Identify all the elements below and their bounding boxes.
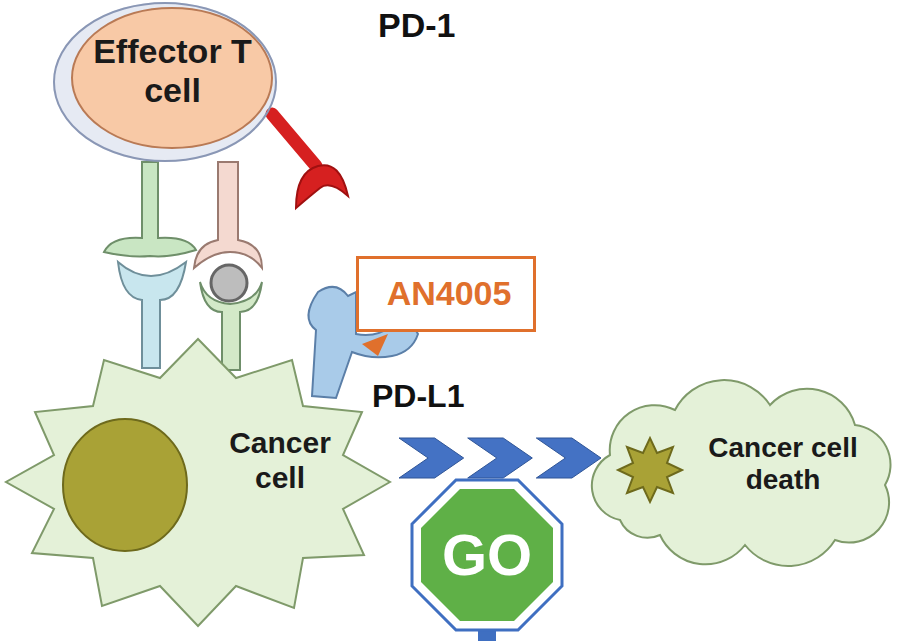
pd-1-receptor — [272, 114, 316, 166]
cell-circle: Effector T cell — [53, 2, 277, 162]
mhc-molecule — [118, 262, 186, 368]
antigen — [211, 265, 247, 301]
ligand-label: PD-L1 — [372, 378, 464, 415]
dead-cell-nucleus — [618, 438, 682, 502]
node-text: Effector T cell — [80, 32, 265, 110]
node-text: Cancer cell death — [693, 432, 873, 496]
go-sign-face — [412, 480, 562, 630]
chevron — [468, 438, 533, 478]
t-cell-membrane — [53, 2, 277, 162]
drug-box: AN4005 — [356, 256, 536, 332]
node-text: Cancer cell — [212, 426, 348, 495]
node-text: AN4005 — [359, 274, 539, 313]
an4005-molecule — [362, 334, 388, 356]
cancer-cell-star: Cancer cell — [0, 336, 395, 631]
death-cloud: Cancer cell death — [605, 400, 890, 550]
node-text: GO — [412, 522, 562, 589]
pd-1-receptor-head — [296, 165, 348, 208]
cloud-body — [592, 380, 891, 566]
tcr-receptor — [104, 162, 196, 257]
co-receptor — [194, 162, 262, 268]
chevron — [399, 438, 464, 478]
t-cell-nucleus — [72, 8, 272, 148]
cancer-cell-nucleus — [63, 419, 187, 551]
go-sign: GO — [412, 480, 562, 630]
receptor-label: PD-1 — [378, 6, 455, 45]
chevron — [536, 438, 601, 478]
cancer-cell-star-outline — [0, 336, 395, 631]
chevron-arrow — [399, 438, 601, 478]
cancer-cell-body — [6, 339, 390, 626]
